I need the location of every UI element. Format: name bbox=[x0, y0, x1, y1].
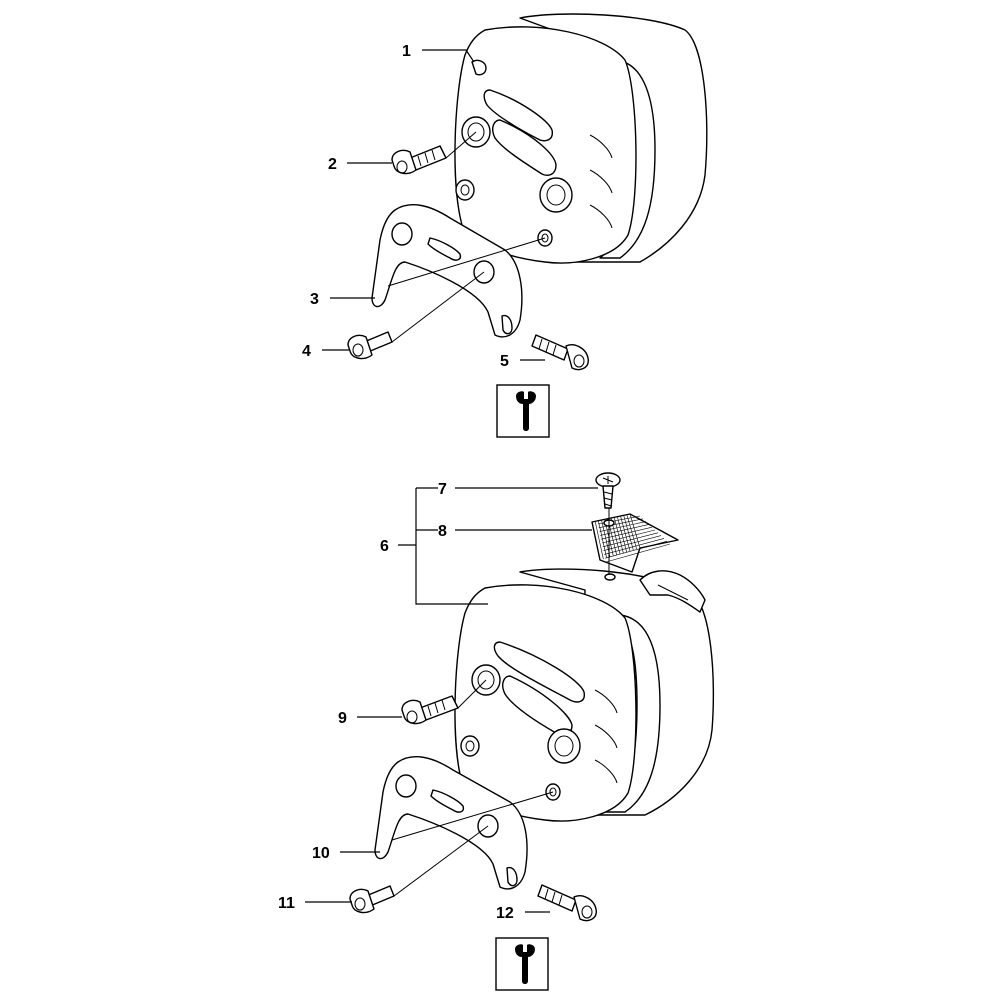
callout-11: 11 bbox=[278, 895, 295, 912]
screw-7 bbox=[595, 472, 621, 509]
muffler-bottom bbox=[454, 568, 715, 822]
callout-1: 1 bbox=[402, 43, 411, 60]
wrench-icon bbox=[515, 944, 535, 984]
callout-2: 2 bbox=[328, 156, 337, 173]
bolt-11 bbox=[349, 885, 395, 914]
callout-4: 4 bbox=[302, 343, 311, 360]
bolt-5 bbox=[531, 334, 589, 371]
tool-box-bottom bbox=[495, 937, 549, 991]
bolt-9 bbox=[401, 695, 459, 725]
muffler-top bbox=[454, 13, 708, 264]
tool-box-top bbox=[496, 384, 550, 438]
wrench-icon bbox=[516, 391, 536, 431]
callout-6: 6 bbox=[380, 538, 389, 555]
bracket-3 bbox=[371, 204, 523, 338]
callout-3: 3 bbox=[310, 291, 319, 308]
callout-12: 12 bbox=[496, 905, 514, 922]
callout-labels: 1 2 3 4 5 6 7 8 9 10 11 12 bbox=[278, 43, 514, 922]
callout-5: 5 bbox=[500, 353, 509, 370]
leader-lines bbox=[305, 49, 598, 913]
bolt-12 bbox=[537, 884, 597, 922]
callout-7: 7 bbox=[438, 481, 447, 498]
callout-9: 9 bbox=[338, 710, 347, 727]
spark-arrestor-screen-8 bbox=[591, 513, 679, 573]
bolt-4 bbox=[347, 331, 393, 360]
callout-10: 10 bbox=[312, 845, 330, 862]
bolt-2 bbox=[391, 145, 447, 175]
callout-8: 8 bbox=[438, 523, 447, 540]
